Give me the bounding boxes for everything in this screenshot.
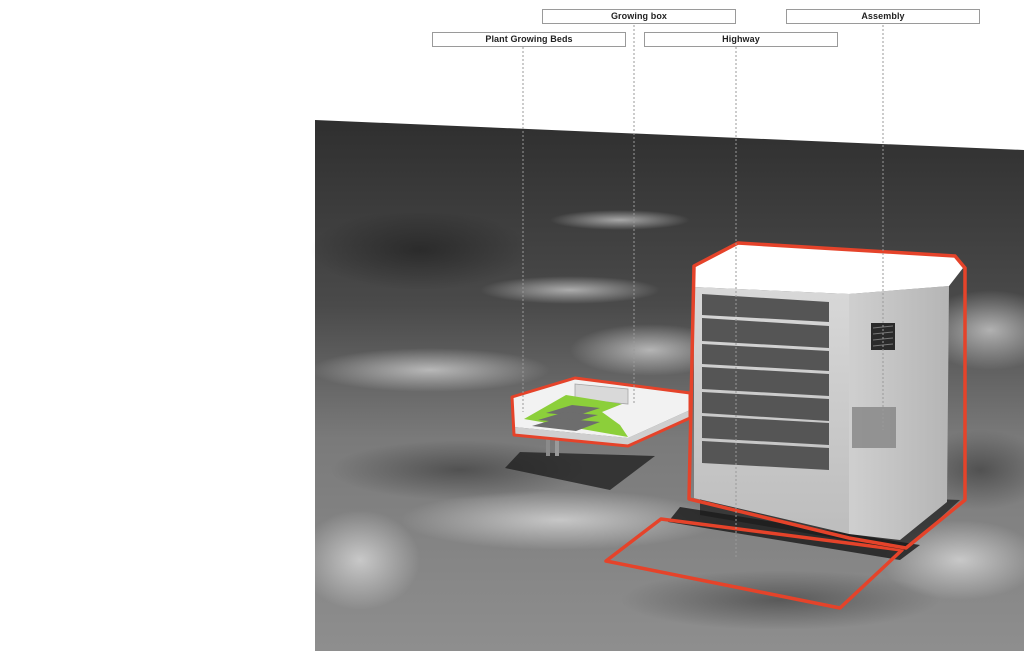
- growing-box: [510, 376, 692, 448]
- assembly-roof: [694, 243, 963, 294]
- assembly-door: [852, 407, 896, 448]
- terrain-highlight: [550, 210, 690, 230]
- assembly-windows: [702, 294, 829, 470]
- growing-box-shadow: [505, 452, 655, 490]
- support-legs: [546, 430, 559, 456]
- assembly-outline: [687, 241, 967, 550]
- terrain-highlight: [300, 510, 420, 610]
- terrain-shade: [310, 210, 530, 290]
- assembly: [687, 241, 967, 550]
- terrain-highlight: [310, 348, 550, 392]
- terrain-highlight: [570, 324, 730, 376]
- terrain-highlight: [480, 276, 660, 304]
- bed-rows: [532, 405, 600, 431]
- highway-pad: [604, 517, 904, 610]
- label-assembly: Assembly: [786, 9, 980, 24]
- label-plant-growing-beds: Plant Growing Beds: [432, 32, 626, 47]
- terrain-shade: [620, 570, 940, 630]
- leader-lines: [522, 25, 884, 559]
- label-highway: Highway: [644, 32, 838, 47]
- label-growing-box: Growing box: [542, 9, 736, 24]
